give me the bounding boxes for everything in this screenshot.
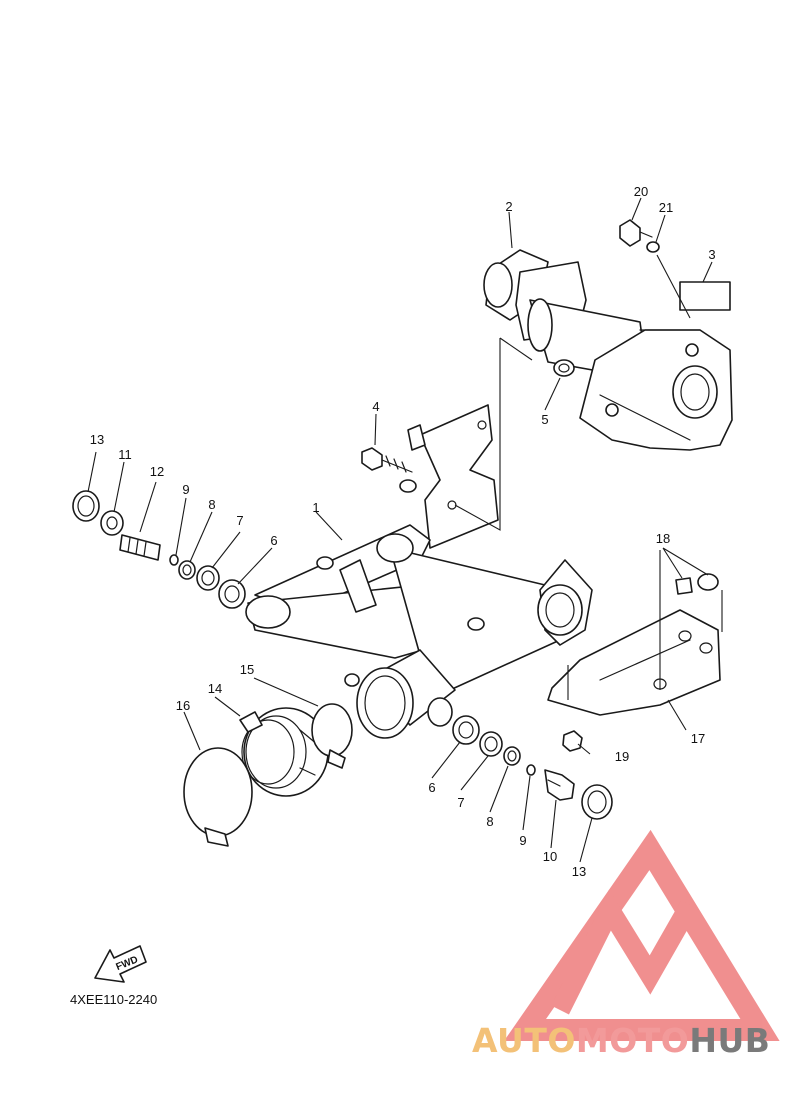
part-17-chain-guard [547, 609, 721, 716]
part-4-bracket [361, 404, 499, 549]
callout-13-right: 13 [572, 864, 586, 879]
part-9-oring-right [526, 764, 536, 776]
part-6-bearing-right [452, 715, 480, 745]
callout-5: 5 [541, 412, 548, 427]
callout-9-left: 9 [182, 482, 189, 497]
callout-16: 16 [176, 698, 190, 713]
callout-15: 15 [240, 662, 254, 677]
callout-1: 1 [312, 500, 319, 515]
callout-12: 12 [150, 464, 164, 479]
brand-auto: AUTO [472, 1021, 576, 1060]
part-13-cap-left [72, 490, 100, 522]
part-6-bearing-left [218, 579, 246, 609]
part-16-band [183, 747, 253, 847]
callout-6-right: 6 [428, 780, 435, 795]
callout-10: 10 [543, 849, 557, 864]
part-7-seal-right [479, 731, 503, 757]
svg-text:AUTOMOTOHUB: AUTOMOTOHUB [472, 1021, 770, 1060]
callout-21: 21 [659, 200, 673, 215]
part-13-cap-right [581, 784, 613, 820]
callout-2: 2 [505, 199, 512, 214]
drawing-id: 4XEE110-2240 [70, 992, 157, 1007]
part-3-label-plate [679, 281, 731, 311]
part-18-caps [675, 573, 719, 595]
callout-8-right: 8 [486, 814, 493, 829]
part-14-boot [239, 707, 329, 797]
callout-9-right: 9 [519, 833, 526, 848]
brand-moto: MOTO [576, 1021, 689, 1060]
part-5-collar [553, 359, 575, 377]
part-12-pivot-shaft [119, 534, 161, 561]
part-8-washer-right [503, 746, 521, 766]
part-2-axle-housing [483, 249, 733, 451]
watermark-text: AUTOMOTOHUB [472, 1021, 770, 1060]
part-8-washer-left [178, 560, 196, 580]
callout-17: 17 [691, 731, 705, 746]
part-19-bolt [562, 730, 583, 752]
callout-7-left: 7 [236, 513, 243, 528]
callout-19: 19 [615, 749, 629, 764]
callout-8-left: 8 [208, 497, 215, 512]
part-10-pivot-bolt [544, 769, 575, 801]
watermark-logo [503, 829, 780, 1041]
callout-20: 20 [634, 184, 648, 199]
part-21-washer [646, 241, 660, 253]
part-9-oring-left [169, 554, 179, 566]
callout-7-right: 7 [457, 795, 464, 810]
callout-labels: 1 2 3 4 5 6 7 8 9 10 11 12 13 14 15 16 1… [90, 184, 716, 879]
callout-11: 11 [118, 447, 132, 462]
part-1-swingarm [245, 524, 593, 739]
part-20-bolt [619, 219, 653, 247]
callout-3: 3 [708, 247, 715, 262]
callout-14: 14 [208, 681, 222, 696]
brand-hub: HUB [689, 1021, 770, 1060]
callout-4: 4 [372, 399, 379, 414]
callout-18: 18 [656, 531, 670, 546]
part-15-band [311, 703, 353, 769]
leader-lines [87, 197, 723, 863]
fwd-arrow-icon: FWD [94, 945, 147, 983]
part-11-bushing-left [100, 510, 124, 536]
part-7-seal-left [196, 565, 220, 591]
callout-6-left: 6 [270, 533, 277, 548]
callout-13-left: 13 [90, 432, 104, 447]
